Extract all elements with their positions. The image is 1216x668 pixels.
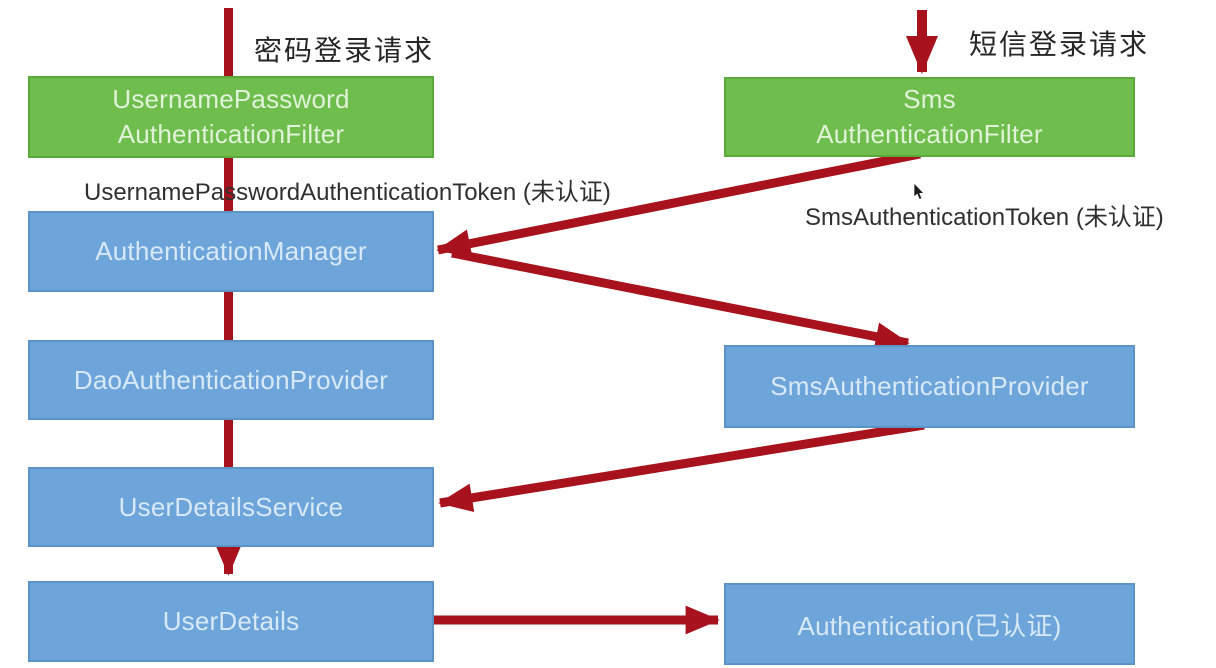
node-user-details: UserDetails [28, 581, 434, 662]
node-dao-authentication-provider: DaoAuthenticationProvider [28, 340, 434, 420]
node-label: AuthenticationManager [95, 236, 367, 266]
node-label-line: AuthenticationFilter [117, 119, 345, 149]
node-label-line: UsernamePassword [112, 84, 350, 114]
manager-to-sms-provider-arrow [451, 248, 910, 351]
node-sms-authentication-provider: SmsAuthenticationProvider [724, 345, 1135, 428]
mouse-cursor [913, 183, 925, 200]
node-authentication-authenticated: Authentication(已认证) [724, 583, 1135, 665]
node-username-password-authentication-filter: UsernamePassword AuthenticationFilter [28, 76, 434, 158]
label-sms-authentication-token: SmsAuthenticationToken (未认证) [805, 204, 1164, 231]
node-label: UserDetailsService [118, 491, 344, 522]
node-label: Authentication(已认证) [797, 610, 1062, 641]
node-user-details-service: UserDetailsService [28, 467, 434, 547]
label-username-password-authentication-token: UsernamePasswordAuthenticationToken (未认证… [84, 179, 611, 206]
node-label: SmsAuthenticationProvider [770, 371, 1089, 401]
node-authentication-manager: AuthenticationManager [28, 211, 434, 292]
node-sms-authentication-filter: Sms AuthenticationFilter [724, 77, 1135, 157]
node-label-line: AuthenticationFilter [816, 119, 1043, 149]
node-label: DaoAuthenticationProvider [73, 364, 389, 395]
sms-provider-to-user-details-service-arrow [438, 420, 925, 513]
label-sms-login-request: 短信登录请求 [969, 29, 1150, 60]
node-label: UserDetails [162, 606, 300, 636]
sms-filter-to-manager-arrow [436, 149, 921, 258]
label-password-login-request: 密码登录请求 [254, 35, 435, 66]
node-label-line: Sms [903, 84, 956, 114]
